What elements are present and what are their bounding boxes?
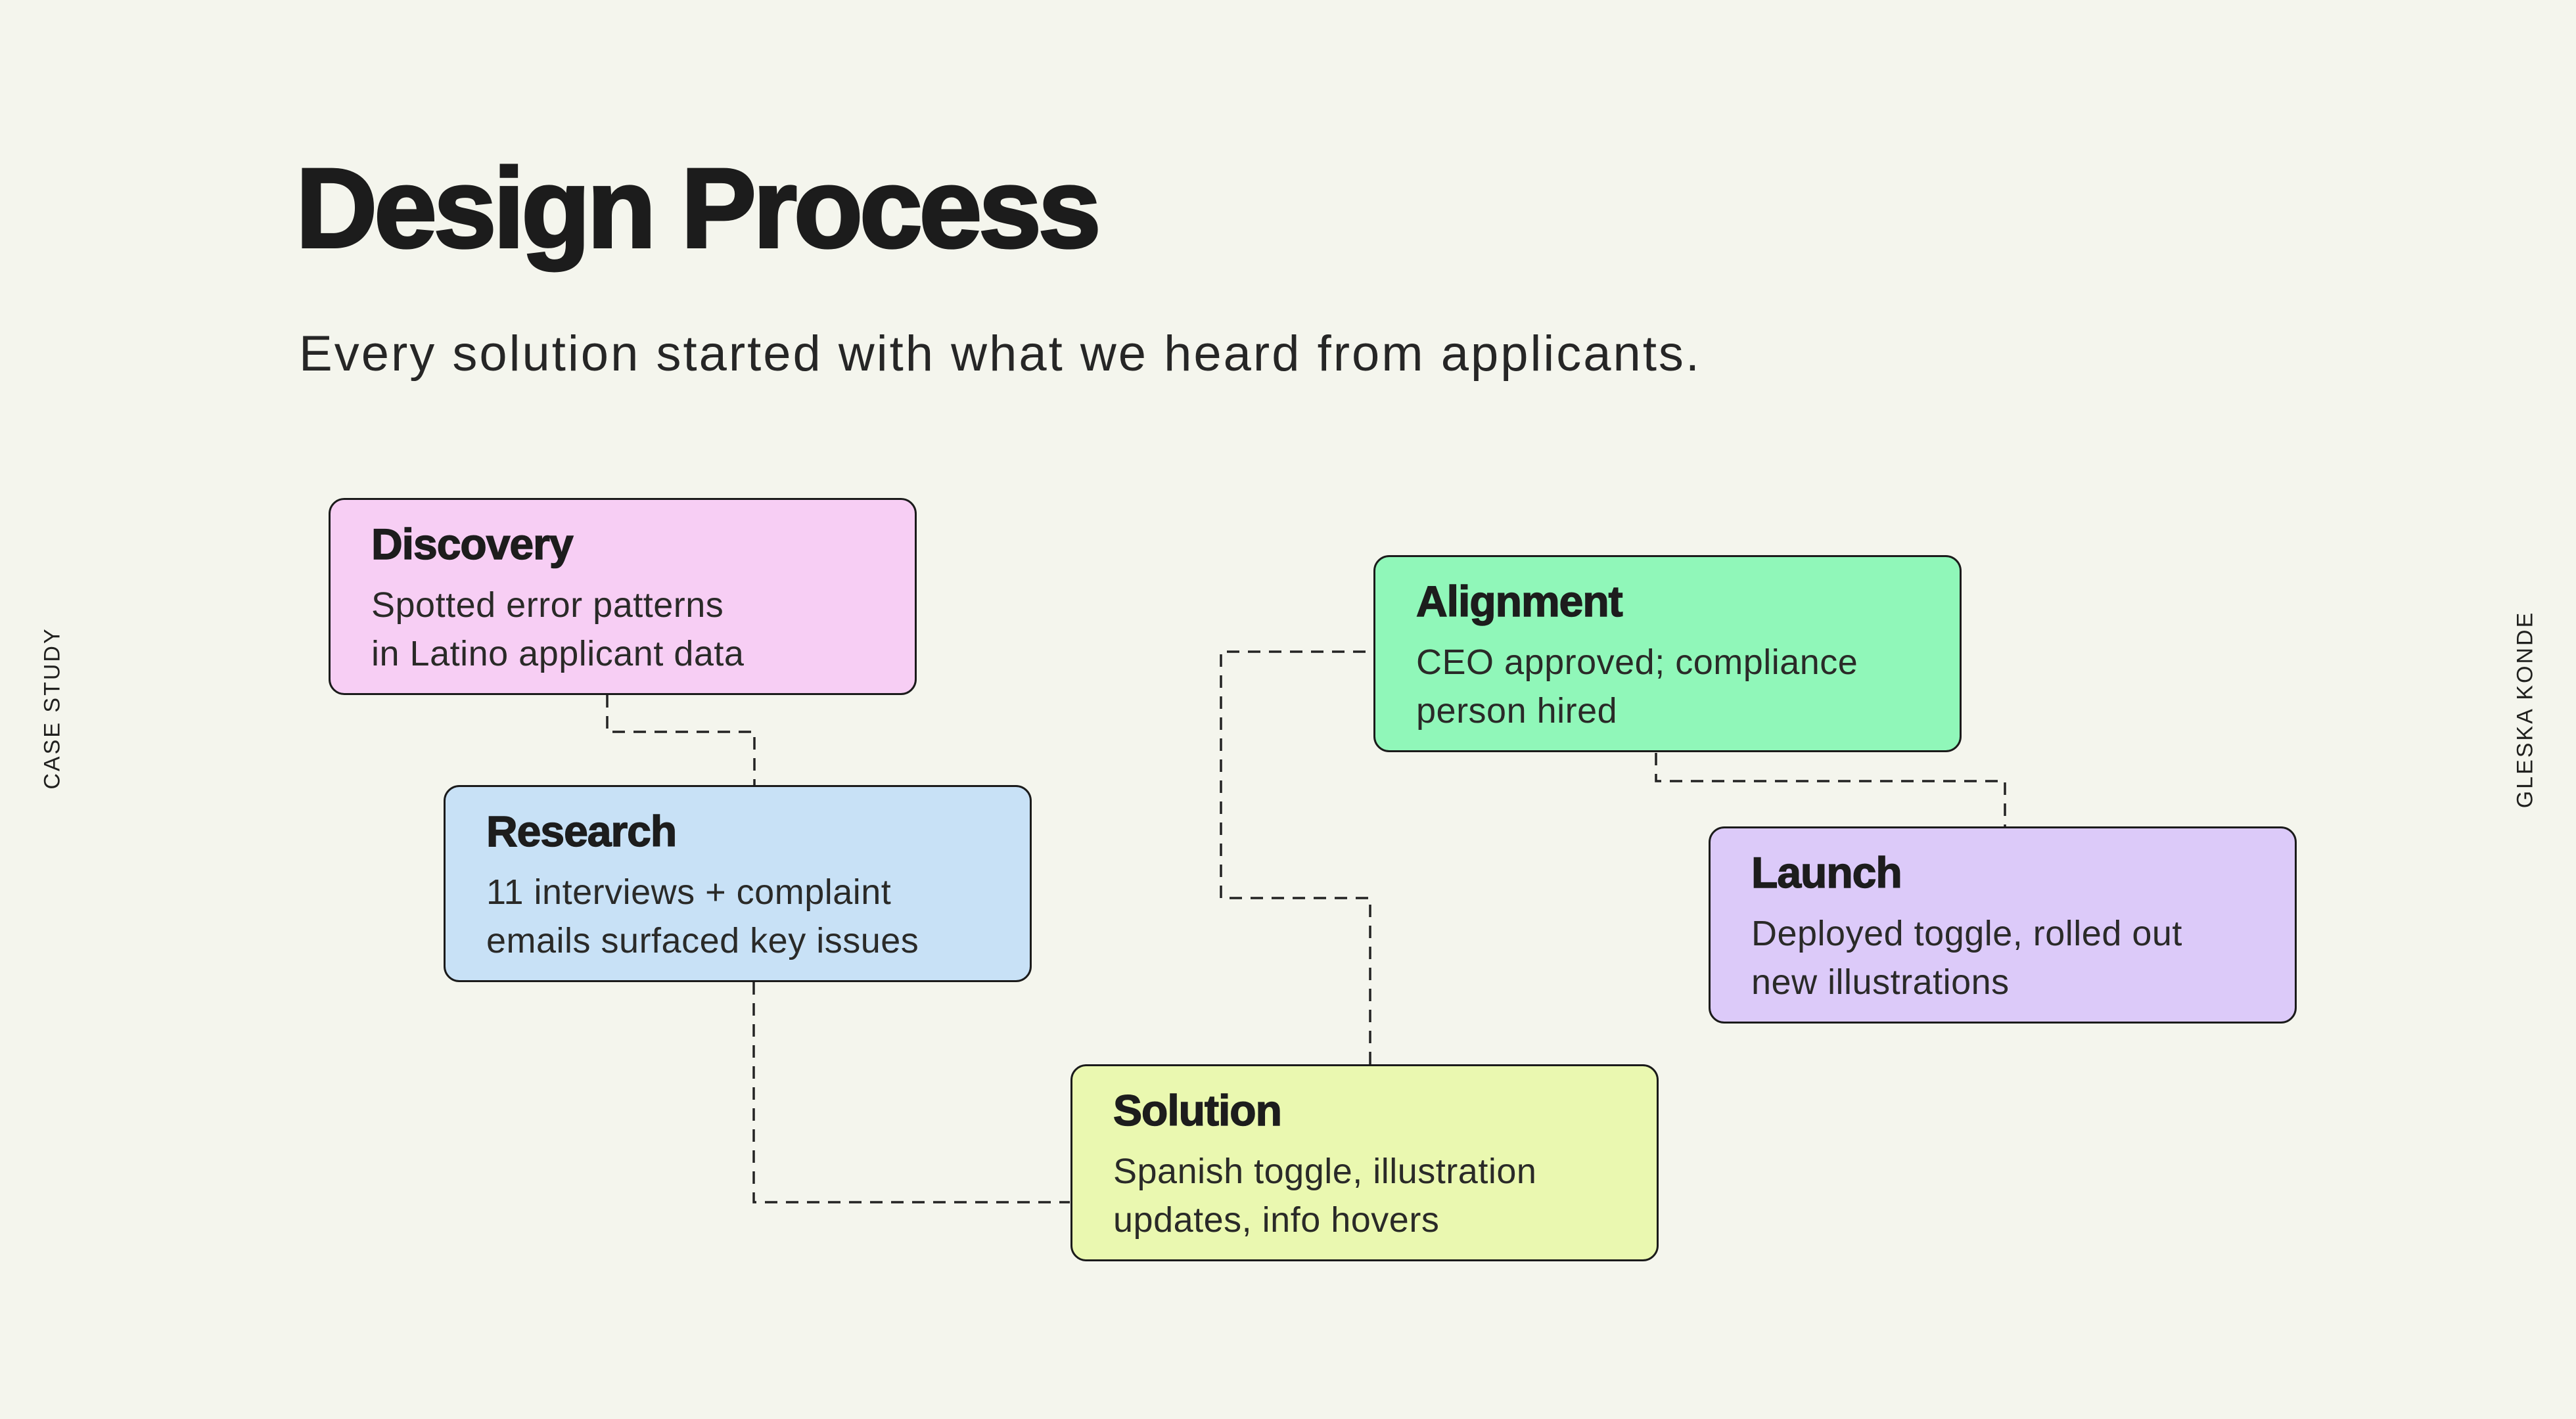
step-card-solution: Solution Spanish toggle, illustration up… — [1070, 1064, 1659, 1261]
step-description-research: 11 interviews + complaint emails surface… — [486, 872, 919, 961]
connector-alignment-launch — [1655, 753, 2006, 826]
step-title-solution: Solution — [1113, 1085, 1282, 1135]
connector-research-solution — [752, 982, 1070, 1204]
page-title: Design Process — [294, 145, 1103, 271]
page-subtitle: Every solution started with what we hear… — [299, 326, 1702, 382]
step-card-discovery: Discovery Spotted error patterns in Lati… — [329, 498, 917, 695]
connector-discovery-research — [606, 695, 756, 786]
step-description-alignment: CEO approved; compliance person hired — [1416, 642, 1858, 731]
step-title-discovery: Discovery — [371, 519, 574, 569]
step-description-solution: Spanish toggle, illustration updates, in… — [1113, 1152, 1537, 1240]
step-description-discovery: Spotted error patterns in Latino applica… — [371, 585, 745, 674]
step-description-launch: Deployed toggle, rolled out new illustra… — [1751, 914, 2182, 1002]
step-card-launch: Launch Deployed toggle, rolled out new i… — [1709, 826, 2297, 1024]
step-card-alignment: Alignment CEO approved; compliance perso… — [1373, 555, 1962, 752]
step-title-alignment: Alignment — [1415, 576, 1623, 626]
step-title-research: Research — [486, 806, 678, 856]
connector-solution-alignment — [1220, 650, 1373, 1064]
step-card-research: Research 11 interviews + complaint email… — [444, 785, 1032, 982]
step-title-launch: Launch — [1751, 847, 1902, 897]
